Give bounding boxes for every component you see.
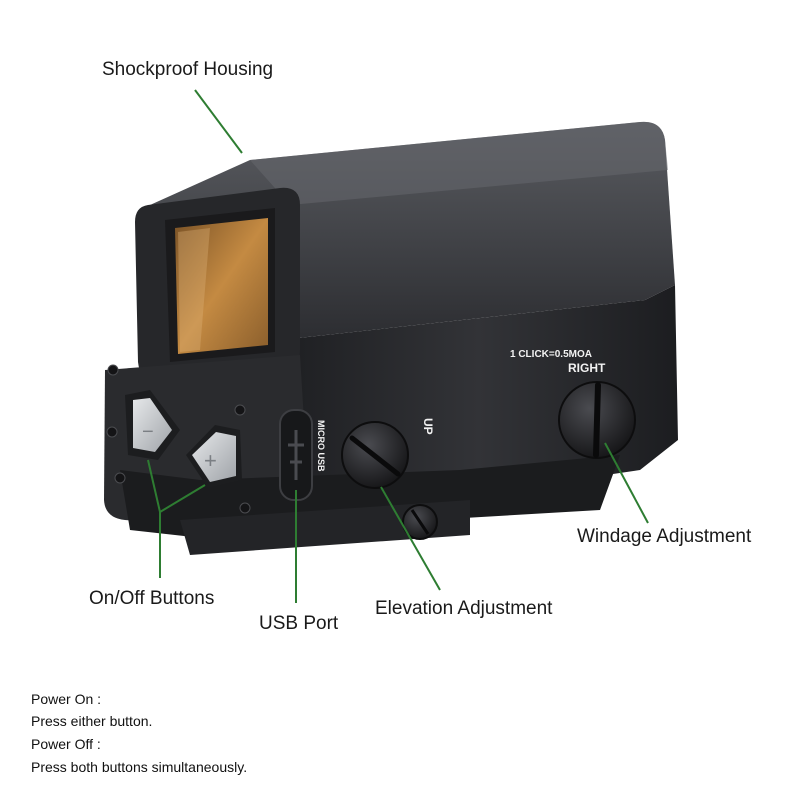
click-engraving: 1 CLICK=0.5MOA [510,349,592,360]
power-off-heading: Power Off : [31,736,101,752]
leader-lines [147,89,649,603]
power-on-heading: Power On : [31,691,102,707]
on-off-buttons: − + [125,390,242,488]
buttons-leader-a [147,459,161,513]
svg-text:+: + [204,448,217,473]
callout-windage-adjustment: Windage Adjustment [577,526,752,547]
callout-elevation-adjustment: Elevation Adjustment [375,598,553,619]
svg-text:−: − [142,421,154,443]
housing-leader [194,89,243,154]
lens-window [165,208,275,362]
buttons-leader-b [159,484,206,513]
right-engraving: RIGHT [568,361,606,375]
usb-port [279,409,313,501]
elevation-leader [380,486,441,591]
mount-base [120,455,620,555]
power-on-text: Press either button. [31,713,153,729]
windage-leader [604,442,649,524]
callout-shockproof-housing: Shockproof Housing [102,59,274,80]
callout-usb-port: USB Port [259,613,339,634]
power-off-text: Press both buttons simultaneously. [31,759,248,775]
micro-usb-engraving: MICRO USB [316,420,326,472]
windage-knob [558,381,636,459]
callout-on-off-buttons: On/Off Buttons [89,588,215,609]
elevation-knob [341,421,409,489]
screws [106,364,251,514]
mount-screw [402,504,438,540]
up-engraving: UP [421,418,435,435]
